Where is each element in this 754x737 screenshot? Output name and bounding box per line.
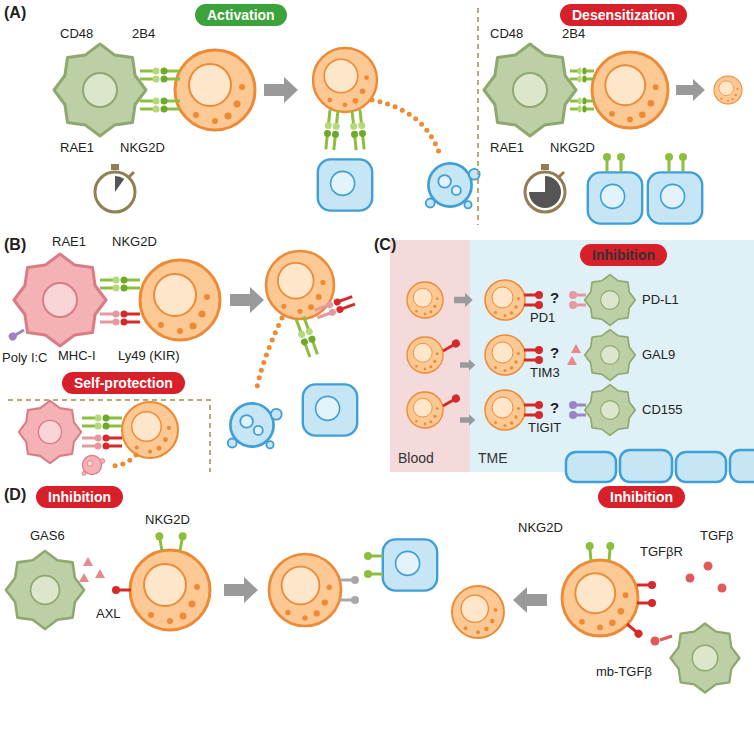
region-label: TME bbox=[478, 450, 508, 466]
molecule-label: NKG2D bbox=[112, 234, 157, 249]
pill-label: Desensitization bbox=[572, 7, 675, 23]
molecule-label: TGFβ bbox=[700, 528, 733, 543]
pill-label: Inhibition bbox=[48, 489, 111, 505]
region-band: Blood bbox=[390, 240, 470, 472]
pill-label: Inhibition bbox=[592, 247, 655, 263]
molecule-label: CD48 bbox=[490, 26, 523, 41]
molecule-label: NKG2D bbox=[518, 520, 563, 535]
status-pill: Activation bbox=[195, 4, 287, 26]
question-mark: ? bbox=[550, 400, 559, 415]
molecule-label: TIM3 bbox=[530, 365, 560, 380]
molecule-label: NKG2D bbox=[145, 512, 190, 527]
molecule-label: PD-L1 bbox=[642, 292, 679, 307]
molecule-label: CD48 bbox=[60, 26, 93, 41]
molecule-label: NKG2D bbox=[120, 140, 165, 155]
status-pill: Self-protection bbox=[62, 372, 185, 394]
molecule-label: Poly I:C bbox=[2, 350, 48, 365]
question-mark: ? bbox=[550, 290, 559, 305]
molecule-label: 2B4 bbox=[132, 26, 155, 41]
panel-letter: (C) bbox=[374, 236, 396, 254]
molecule-label: GAL9 bbox=[642, 347, 675, 362]
molecule-label: MHC-I bbox=[58, 348, 96, 363]
molecule-label: 2B4 bbox=[562, 26, 585, 41]
molecule-label: TIGIT bbox=[528, 420, 561, 435]
pill-label: Inhibition bbox=[610, 489, 673, 505]
molecule-label: CD155 bbox=[642, 402, 682, 417]
status-pill: Inhibition bbox=[580, 244, 667, 266]
status-pill: Inhibition bbox=[36, 486, 123, 508]
molecule-label: RAE1 bbox=[52, 234, 86, 249]
pill-label: Self-protection bbox=[74, 375, 173, 391]
status-pill: Inhibition bbox=[598, 486, 685, 508]
panel-letter: (D) bbox=[4, 486, 26, 504]
molecule-label: TGFβR bbox=[640, 544, 683, 559]
question-mark: ? bbox=[550, 345, 559, 360]
molecule-label: RAE1 bbox=[60, 140, 94, 155]
molecule-label: Ly49 (KIR) bbox=[118, 348, 180, 363]
molecule-label: mb-TGFβ bbox=[596, 664, 652, 679]
molecule-label: GAS6 bbox=[30, 528, 65, 543]
pill-label: Activation bbox=[207, 7, 275, 23]
molecule-label: PD1 bbox=[530, 310, 555, 325]
region-band: TME Inhibition bbox=[470, 240, 754, 472]
panel-letter: (A) bbox=[4, 4, 26, 22]
molecule-label: NKG2D bbox=[550, 140, 595, 155]
molecule-label: RAE1 bbox=[490, 140, 524, 155]
panel-letter: (B) bbox=[4, 236, 26, 254]
molecule-label: AXL bbox=[96, 606, 121, 621]
status-pill: Desensitization bbox=[560, 4, 687, 26]
region-label: Blood bbox=[398, 450, 434, 466]
